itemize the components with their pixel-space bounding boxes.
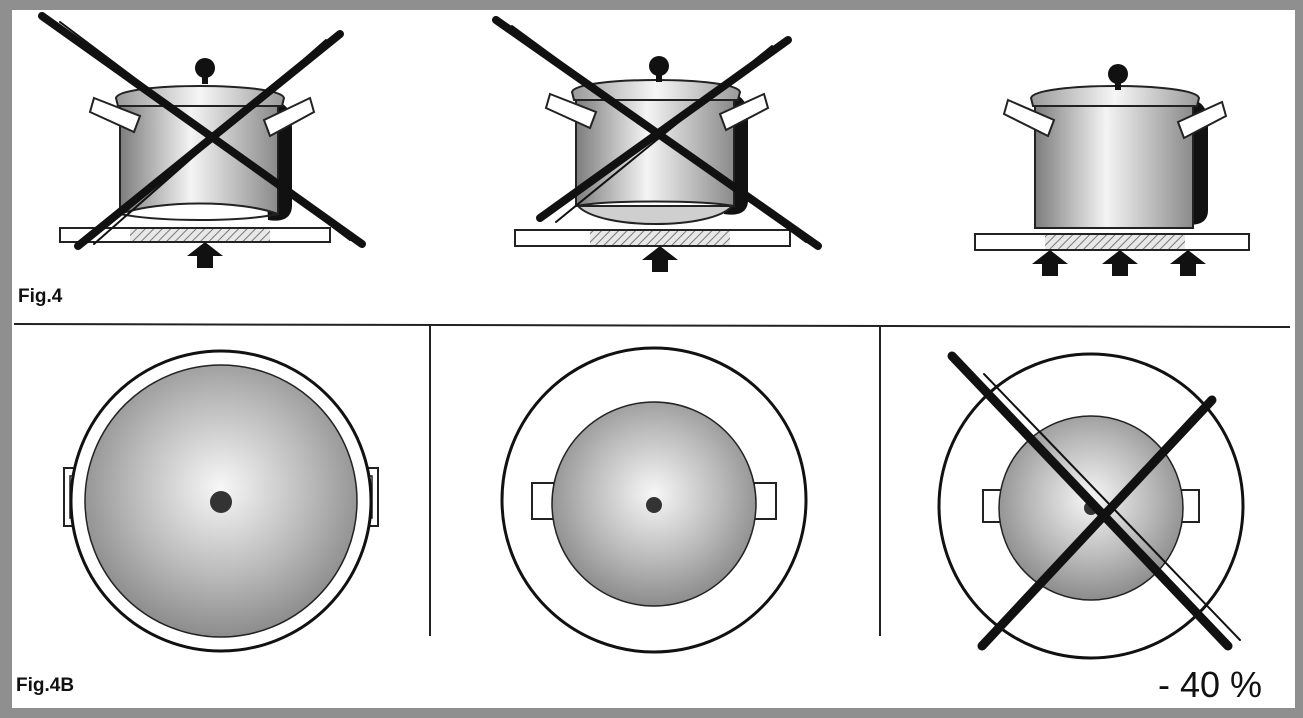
pot-convex-base-illustration: [492, 16, 822, 272]
pan-smaller-than-zone-illustration: [937, 351, 1245, 660]
pan-matches-zone-illustration: [500, 346, 808, 654]
wrong-cross-mark: [947, 351, 1241, 651]
wrong-cross-mark: [492, 16, 822, 250]
wrong-cross-mark: [38, 12, 366, 250]
figure-4b-label: Fig.4B: [16, 675, 75, 696]
pot-concave-base-illustration: [38, 12, 366, 268]
efficiency-loss-label: - 40 %: [1158, 664, 1263, 705]
pot-flat-base-illustration: [974, 64, 1250, 276]
pan-larger-than-zone-illustration: [63, 349, 379, 653]
figure-4-label: Fig.4: [18, 286, 63, 307]
horizontal-divider: [13, 323, 1291, 328]
